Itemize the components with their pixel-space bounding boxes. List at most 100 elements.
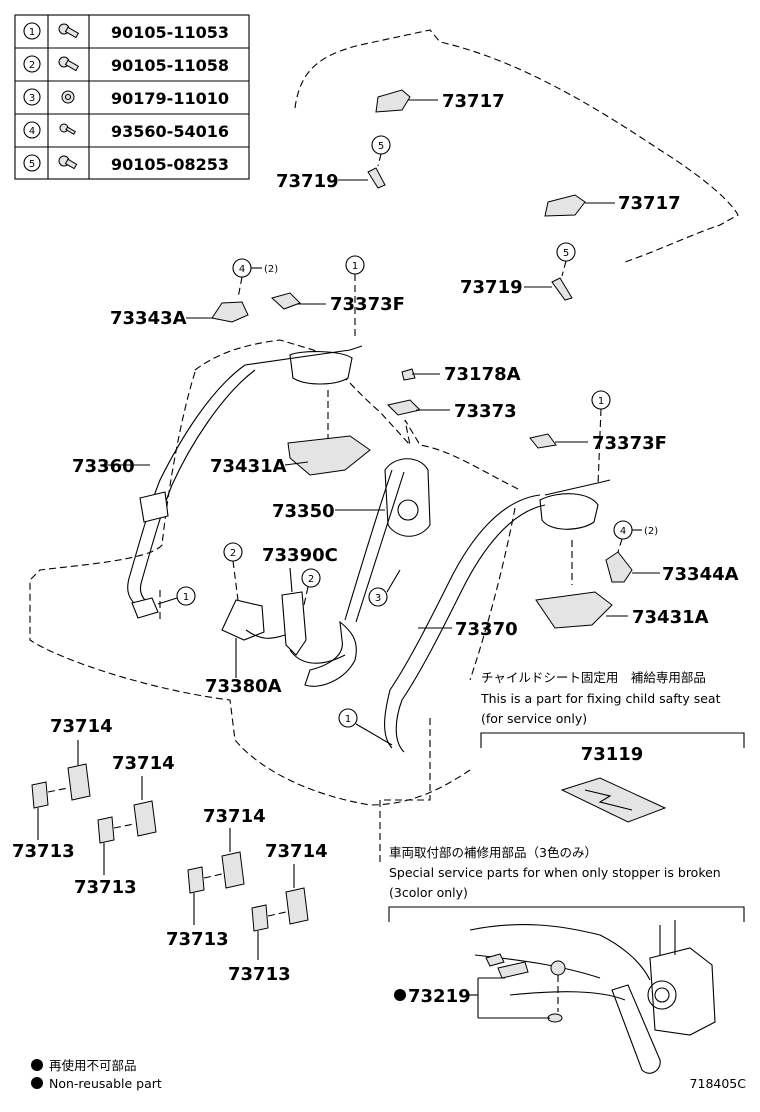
- illustration-code: 718405C: [690, 1076, 747, 1091]
- stopper-note-en2: (3color only): [389, 885, 468, 900]
- ref-qty-label: (2): [644, 526, 658, 537]
- callout-label: 73344A: [662, 564, 739, 585]
- screw-icon: [59, 123, 76, 135]
- callout-label: 73360: [72, 456, 135, 477]
- ref-circle-label: 1: [352, 261, 358, 272]
- bolt-icon: [58, 56, 80, 72]
- non-reusable-marker-icon: [31, 1077, 43, 1089]
- callout-label: 73380A: [205, 676, 282, 697]
- callout-label: 73717: [442, 91, 505, 112]
- callout-label: 73714: [265, 841, 328, 862]
- ref-circle-label: 1: [345, 714, 351, 725]
- ref-circle-label: 2: [230, 548, 236, 559]
- callout-label: 73719: [276, 171, 339, 192]
- belt-cover-part: 73717: [375, 89, 505, 113]
- callout-label: 73713: [74, 877, 137, 898]
- fastener-ref: 1: [29, 27, 35, 38]
- bolt-icon: [58, 23, 80, 39]
- trim-clip-group: 73714 73713 73714 73713 73714 73713 7371…: [12, 716, 328, 985]
- clip-part: 5 73719: [460, 242, 576, 301]
- callout-label: 73713: [12, 841, 75, 862]
- fastener-ref: 4: [29, 126, 35, 137]
- callout-label: 73373F: [592, 433, 667, 454]
- ref-circle-label: 5: [563, 248, 569, 259]
- anchor-cover-part: 73344A: [605, 551, 739, 585]
- fastener-part-no: 90105-11058: [111, 56, 229, 75]
- callout-label: 73714: [50, 716, 113, 737]
- fastener-part-no: 93560-54016: [111, 122, 229, 141]
- stopper-note-jp: 車両取付部の補修用部品（3色のみ）: [389, 845, 597, 860]
- ref-circle-label: 4: [620, 526, 626, 537]
- circle-ref-1: 1: [345, 255, 365, 340]
- clip-part: 5 73719: [276, 135, 391, 192]
- callout-label: 73373: [454, 401, 517, 422]
- child-seat-note-jp: チャイルドシート固定用 補給専用部品: [481, 670, 706, 685]
- child-seat-anchor-part: [560, 777, 667, 823]
- stopper-illustration: [466, 920, 716, 1074]
- stopper-note-en1: Special service parts for when only stop…: [389, 865, 721, 880]
- callout-label: 73219: [408, 986, 471, 1007]
- callout-label: 73178A: [444, 364, 521, 385]
- fastener-ref: 2: [29, 60, 35, 71]
- callout-label: 73373F: [330, 294, 405, 315]
- callout-label: 73431A: [210, 456, 287, 477]
- ref-circle-label: 1: [183, 592, 189, 603]
- ref-circle-label: 4: [239, 264, 245, 275]
- circle-ref-4: 4 (2): [232, 258, 278, 299]
- callout-label: 73714: [112, 753, 175, 774]
- callout-label: 73370: [455, 619, 518, 640]
- nut-icon: [61, 90, 75, 104]
- fastener-part-no: 90105-08253: [111, 155, 229, 174]
- vehicle-outline: [29, 29, 739, 862]
- buckle-assembly: 2 73390C 2 73380A: [205, 542, 346, 697]
- belt-cover-part: 73717: [544, 193, 681, 217]
- callout-label: 73719: [460, 277, 523, 298]
- callout-label: 73717: [618, 193, 681, 214]
- seat-belt-assembly-right: 73370 1: [338, 479, 611, 753]
- anchor-cover-part: 73343A: [110, 301, 249, 329]
- retractor-cover-part: 73431A: [535, 540, 709, 629]
- fastener-table: 1 90105-11053 2 90105-11058 3 90179-1101…: [14, 14, 250, 180]
- fastener-ref: 5: [29, 159, 35, 170]
- escutcheon-part: 73373: [387, 399, 517, 422]
- ref-circle-label: 3: [375, 593, 381, 604]
- retractor-cover-part: 73431A: [210, 390, 371, 477]
- stopper-note: 車両取付部の補修用部品（3色のみ） Special service parts …: [388, 845, 745, 1074]
- callout-label: 73713: [228, 964, 291, 985]
- child-seat-note: チャイルドシート固定用 補給専用部品 This is a part for fi…: [480, 670, 745, 823]
- fastener-row: 5 90105-08253: [23, 154, 229, 174]
- fastener-ref: 3: [29, 93, 35, 104]
- ref-circle-label: 1: [598, 396, 604, 407]
- fastener-part-no: 90179-11010: [111, 89, 229, 108]
- callout-label: 73714: [203, 806, 266, 827]
- callout-label: 73119: [581, 744, 644, 765]
- child-seat-note-en1: This is a part for fixing child safty se…: [480, 691, 721, 706]
- legend: 再使用不可部品 Non-reusable part: [31, 1058, 162, 1091]
- fastener-row: 2 90105-11058: [23, 55, 229, 75]
- callout-label: 73350: [272, 501, 335, 522]
- fastener-row: 4 93560-54016: [23, 121, 229, 141]
- non-reusable-marker-icon: [394, 989, 406, 1001]
- callout-label: 73431A: [632, 607, 709, 628]
- legend-en: Non-reusable part: [49, 1076, 162, 1091]
- callout-label: 73390C: [262, 545, 338, 566]
- fastener-row: 1 90105-11053: [23, 22, 229, 42]
- seat-belt-assembly-left: 73360 1: [72, 345, 363, 619]
- fastener-row: 3 90179-11010: [23, 88, 229, 108]
- legend-jp: 再使用不可部品: [49, 1058, 137, 1073]
- callout-label: 73343A: [110, 308, 187, 329]
- seat-belt-assembly-center: 73350 3: [272, 458, 431, 687]
- ref-circle-label: 2: [308, 574, 314, 585]
- bolt-icon: [58, 155, 78, 170]
- circle-ref-1: 1: [591, 390, 611, 486]
- child-seat-note-en2: (for service only): [481, 711, 587, 726]
- ref-circle-label: 5: [378, 141, 384, 152]
- escutcheon-part: 73373F: [270, 292, 405, 315]
- ref-qty-label: (2): [264, 264, 278, 275]
- circle-ref-4: 4 (2): [613, 520, 658, 553]
- non-reusable-marker-icon: [31, 1059, 43, 1071]
- escutcheon-part: 73373F: [529, 433, 667, 454]
- fastener-part-no: 90105-11053: [111, 23, 229, 42]
- small-clip-part: 73178A: [401, 364, 521, 385]
